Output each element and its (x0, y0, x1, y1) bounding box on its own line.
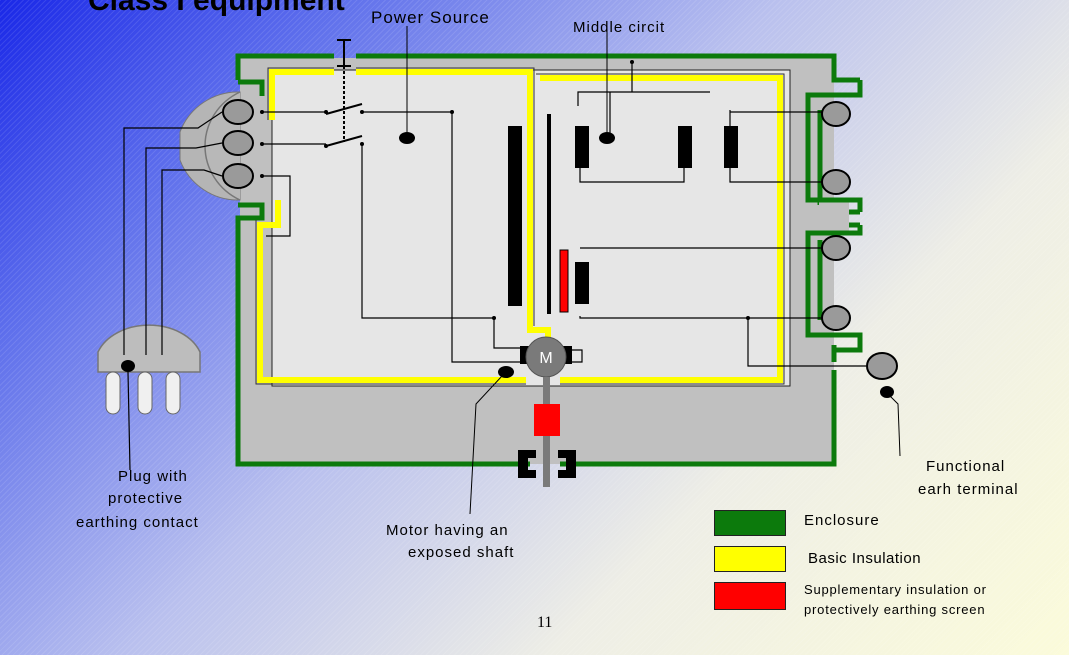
functional-label-line2: earh terminal (918, 481, 1019, 498)
power-source-label: Power Source (371, 8, 490, 27)
legend-label-supplementary-line2: protectively earthing screen (804, 602, 986, 617)
enclosure-outline (235, 53, 863, 467)
plug (97, 324, 201, 415)
plug-cord (123, 111, 223, 471)
junction-dots (260, 60, 750, 320)
basic-insulation (257, 69, 783, 383)
legend-swatch-supplementary (714, 582, 786, 610)
supplementary-screen (559, 249, 569, 313)
functional-label-line1: Functional (926, 458, 1006, 475)
page-number: 11 (537, 614, 553, 631)
legend-swatch-basic-insulation (714, 546, 786, 572)
plug-label-line2: protective (108, 490, 184, 507)
motor-point (498, 366, 514, 378)
basic-insulation-edge (255, 67, 785, 385)
legend-label-enclosure: Enclosure (804, 512, 880, 529)
legend-swatch-enclosure (714, 510, 786, 536)
functional-earth-terminal (866, 352, 898, 380)
legend-label-basic-insulation: Basic Insulation (808, 550, 922, 567)
motor-pointer (469, 375, 503, 515)
middle-circuit-point (599, 132, 615, 144)
motor-symbol: M (539, 350, 552, 367)
slide-title: Class I equipment (88, 0, 345, 17)
double-pole-switch (325, 39, 363, 147)
functional-earth-point (880, 386, 894, 398)
legend-label-supplementary-line1: Supplementary insulation or (804, 582, 987, 597)
enclosure-gap (819, 198, 849, 233)
motor-label-line2: exposed shaft (408, 544, 515, 561)
motor (518, 336, 576, 487)
enclosure-terminals (821, 101, 851, 331)
power-source-point (399, 132, 415, 144)
plug-label-line1: Plug with (118, 468, 188, 485)
components (508, 114, 738, 314)
functional-earth-pointer (889, 395, 901, 457)
middle-circuit-label: Middle circit (573, 19, 666, 36)
motor-label-line1: Motor having an (386, 522, 509, 539)
plug-label-line3: earthing contact (76, 514, 199, 531)
enclosure-joint (808, 197, 860, 236)
